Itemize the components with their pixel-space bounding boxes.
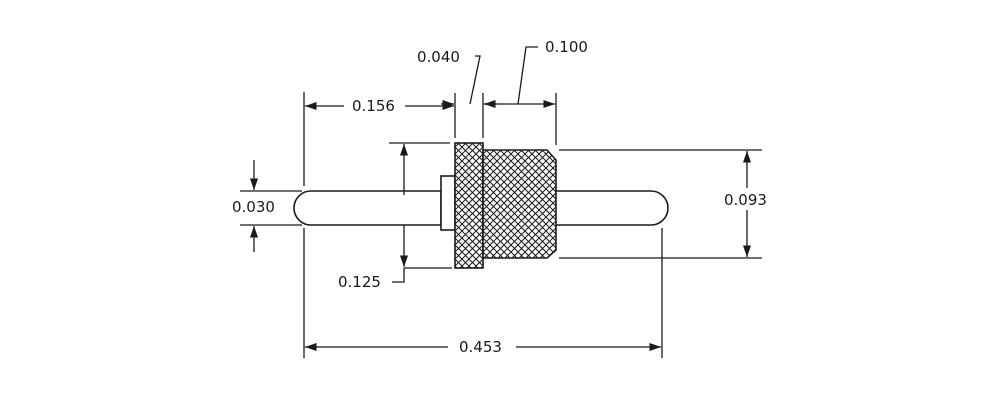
dim-body-length: 0.100 bbox=[484, 38, 588, 145]
dim-head-width: 0.040 bbox=[417, 48, 497, 138]
dim-body-length-label: 0.100 bbox=[545, 38, 588, 56]
dim-head-width-label: 0.040 bbox=[417, 48, 460, 66]
knurled-body bbox=[482, 149, 557, 259]
right-pin-shank bbox=[552, 190, 669, 226]
dim-left-pin-length: 0.156 bbox=[303, 92, 454, 186]
shoulder-collar bbox=[440, 175, 456, 231]
knurled-head bbox=[454, 142, 484, 269]
dim-head-diameter: 0.125 bbox=[338, 142, 452, 291]
pin-part bbox=[293, 142, 669, 269]
dim-head-diameter-label: 0.125 bbox=[338, 273, 381, 291]
dim-overall-length: 0.453 bbox=[303, 228, 663, 358]
dim-body-diameter: 0.093 bbox=[559, 149, 767, 259]
dim-pin-diameter: 0.030 bbox=[232, 160, 302, 252]
dim-pin-diameter-label: 0.030 bbox=[232, 198, 275, 216]
dim-left-pin-length-label: 0.156 bbox=[352, 97, 395, 115]
dim-body-diameter-label: 0.093 bbox=[724, 191, 767, 209]
left-pin-shank bbox=[293, 190, 442, 226]
dim-overall-length-label: 0.453 bbox=[459, 338, 502, 356]
